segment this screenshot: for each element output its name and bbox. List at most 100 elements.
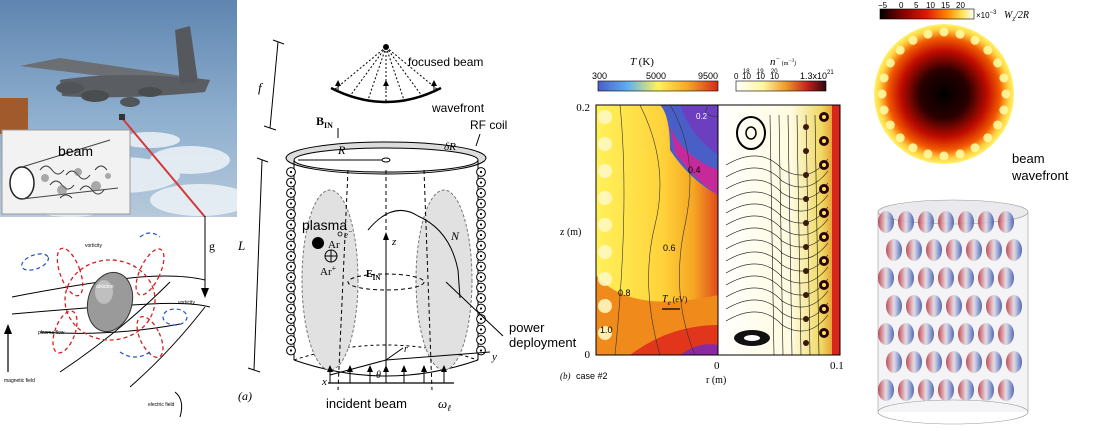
disk-spot bbox=[940, 28, 949, 37]
ablation-label: ablation bbox=[96, 284, 114, 290]
x-tick-0: 0 bbox=[714, 360, 720, 372]
plasma-region-right bbox=[416, 190, 472, 370]
vortex-blob bbox=[878, 211, 894, 233]
disk-spot bbox=[999, 106, 1008, 115]
y-tick-bottom: 0 bbox=[585, 349, 591, 361]
n-colorbar-title: n− (m−3) bbox=[770, 55, 796, 68]
t-tick-1: 5000 bbox=[646, 71, 666, 81]
electric-field-label: electric field bbox=[148, 402, 175, 408]
ar-label: Ar bbox=[328, 239, 340, 251]
beam-arrow bbox=[401, 365, 407, 372]
ground-block bbox=[0, 98, 28, 134]
gravity-label: g bbox=[209, 239, 215, 253]
vortex-blob bbox=[998, 379, 1014, 401]
disk-spot bbox=[1002, 90, 1011, 99]
theta-label: θ bbox=[376, 370, 381, 381]
r-small-label: r bbox=[404, 344, 408, 355]
wz-colorbar bbox=[880, 9, 974, 19]
aircraft-photo-panel: beam bbox=[0, 0, 237, 217]
beam-arrow bbox=[367, 365, 373, 372]
y-tick-top: 0.2 bbox=[576, 102, 590, 114]
vortex-blob bbox=[1006, 351, 1022, 373]
temperature-field bbox=[596, 105, 718, 355]
simulation-plot: T (K) 300 5000 9500 n− (m−3) 0 1018 1019… bbox=[520, 55, 850, 385]
vortex-blob bbox=[1006, 295, 1022, 317]
cylinder-schematic: f L focused beam wavefront BIN RF coil bbox=[218, 30, 518, 430]
vortex-blob bbox=[886, 295, 902, 317]
cb-tick-0: −5 bbox=[878, 1, 888, 10]
contour-label-1: 0.4 bbox=[688, 165, 701, 175]
focused-beam-label: focused beam bbox=[408, 55, 483, 69]
vorticity-label-left: vorticity bbox=[85, 243, 102, 249]
e-in-label: EIN bbox=[366, 269, 380, 282]
n-colorbar bbox=[736, 81, 826, 91]
hotspot bbox=[598, 299, 612, 313]
cb-variable: Wz/2R bbox=[1004, 10, 1029, 23]
n-tick-1: 1018 bbox=[742, 69, 751, 81]
contour-label-2: 0.6 bbox=[663, 243, 676, 253]
beam-arrow bbox=[347, 365, 353, 372]
case-label: case #2 bbox=[576, 371, 608, 381]
n-label: N bbox=[450, 229, 460, 243]
b-in-label: BIN bbox=[316, 114, 333, 130]
cb-multiplier: ×10−3 bbox=[976, 10, 997, 20]
wavefront-label: wavefront bbox=[431, 101, 485, 115]
disk-spot bbox=[923, 30, 932, 39]
vortex-blob bbox=[878, 267, 894, 289]
disk-spot bbox=[896, 46, 905, 55]
disk-spot bbox=[999, 73, 1008, 82]
cb-tick-5: 20 bbox=[956, 1, 965, 10]
vortex-blob bbox=[978, 211, 994, 233]
hotspot bbox=[598, 164, 612, 178]
vortex-blob bbox=[906, 351, 922, 373]
vortex-blob bbox=[938, 267, 954, 289]
disk-spot bbox=[993, 121, 1002, 130]
vortex-blob bbox=[958, 323, 974, 345]
t-colorbar-title: T (K) bbox=[630, 56, 654, 68]
contour-label-3: 0.8 bbox=[618, 288, 631, 298]
vortex-blob bbox=[898, 211, 914, 233]
vortex-blob bbox=[986, 351, 1002, 373]
vortex-blob bbox=[986, 239, 1002, 261]
disk-spot bbox=[878, 90, 887, 99]
disk-spot bbox=[880, 106, 889, 115]
beam-arrow bbox=[421, 365, 427, 372]
disk-spot bbox=[940, 152, 949, 161]
vortex-blob bbox=[966, 351, 982, 373]
cb-tick-1: 0 bbox=[899, 1, 904, 10]
hotspot bbox=[598, 110, 612, 124]
t-colorbar bbox=[598, 81, 718, 91]
wavefront-label-right: wavefront bbox=[1011, 168, 1069, 183]
cylinder-schematic-panel: f L focused beam wavefront BIN RF coil bbox=[218, 30, 518, 430]
disk-spot bbox=[880, 73, 889, 82]
vortex-blob bbox=[966, 239, 982, 261]
ar-atom bbox=[312, 237, 324, 249]
wavefront-disk bbox=[874, 24, 1014, 164]
vortex-blob bbox=[938, 379, 954, 401]
panel-a-label: (a) bbox=[238, 389, 252, 403]
hotspot bbox=[598, 245, 612, 259]
beam-arrow bbox=[383, 365, 389, 372]
disk-spot bbox=[886, 59, 895, 68]
cb-tick-2: 5 bbox=[914, 1, 919, 10]
n-tick-0: 0 bbox=[734, 72, 739, 81]
x-axis-label: x bbox=[321, 376, 327, 388]
hotspot bbox=[598, 218, 612, 232]
beam-label-right: beam bbox=[1012, 151, 1045, 166]
y-axis-label: y bbox=[491, 351, 497, 363]
vortex-blob bbox=[958, 379, 974, 401]
vortex-blob bbox=[878, 323, 894, 345]
disk-spot bbox=[923, 149, 932, 158]
vortex-blob bbox=[966, 295, 982, 317]
vortex-blob bbox=[1006, 239, 1022, 261]
vortex-blob bbox=[918, 267, 934, 289]
vortex-blob bbox=[946, 351, 962, 373]
x-tick-1: 0.1 bbox=[830, 360, 844, 372]
vortex-blob bbox=[918, 211, 934, 233]
vortex-blob bbox=[978, 323, 994, 345]
vorticity-sketch-panel: magnetic field ablation vorticity bbox=[0, 222, 218, 422]
hotspot bbox=[598, 272, 612, 286]
vortex-blob bbox=[998, 323, 1014, 345]
vortex-blob bbox=[986, 295, 1002, 317]
vortex-blob bbox=[926, 295, 942, 317]
